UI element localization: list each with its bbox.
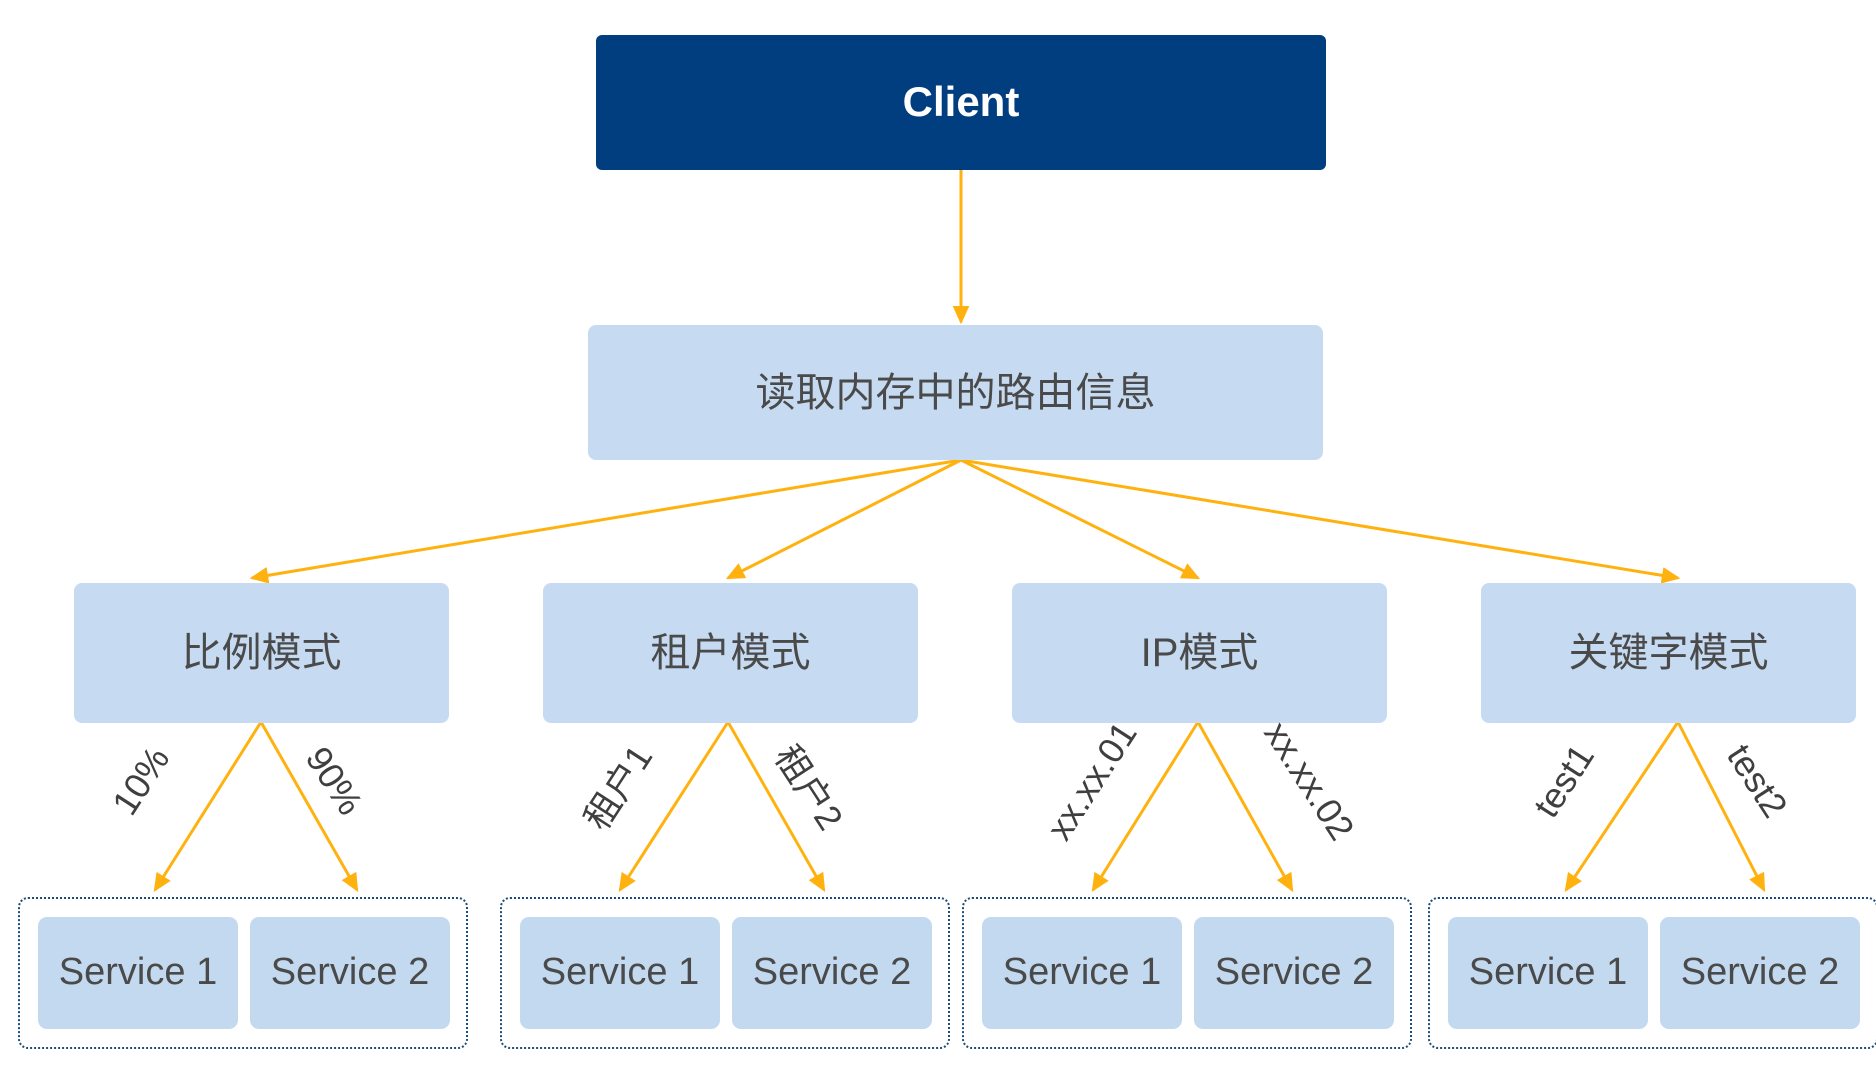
service-node-ip-1[interactable]: Service 1 (982, 917, 1182, 1029)
service-node-tenant-2[interactable]: Service 2 (732, 917, 932, 1029)
edge-label-ip-right: xx.xx.02 (1256, 714, 1363, 848)
mode-node-ratio[interactable]: 比例模式 (74, 583, 449, 723)
mode-node-tenant-label: 租户模式 (650, 631, 811, 675)
router-node[interactable]: 读取内存中的路由信息 (588, 325, 1323, 460)
edge-mode-1-to-service-1 (153, 721, 263, 893)
service-node-label: Service 1 (1002, 951, 1162, 994)
edge-router-to-mode-3 (960, 458, 1201, 580)
service-node-label: Service 2 (1214, 951, 1374, 994)
service-group-keyword (1428, 897, 1876, 1049)
service-node-keyword-2[interactable]: Service 2 (1660, 917, 1860, 1029)
edge-label-tenant-left: 租户1 (575, 737, 661, 838)
service-node-label: Service 1 (58, 951, 218, 994)
service-node-label: Service 1 (540, 951, 700, 994)
service-node-label: Service 2 (752, 951, 912, 994)
client-node-label: Client (902, 78, 1020, 126)
service-node-label: Service 2 (270, 951, 430, 994)
service-group-ip (962, 897, 1412, 1049)
edge-label-ratio-right: 90% (297, 739, 372, 823)
service-node-label: Service 1 (1468, 951, 1628, 994)
service-group-tenant (500, 897, 950, 1049)
router-node-label: 读取内存中的路由信息 (755, 370, 1156, 415)
edge-label-tenant-right: 租户2 (766, 737, 852, 838)
service-node-tenant-1[interactable]: Service 1 (520, 917, 720, 1029)
edge-label-keyword-left: test1 (1525, 736, 1603, 825)
mode-node-keyword-label: 关键字模式 (1568, 631, 1769, 675)
edge-label-keyword-right: test2 (1718, 736, 1796, 825)
mode-node-ip[interactable]: IP模式 (1012, 583, 1387, 723)
edge-router-to-mode-1 (249, 458, 962, 584)
service-node-ip-2[interactable]: Service 2 (1194, 917, 1394, 1029)
edge-router-to-mode-4 (960, 458, 1681, 584)
edge-router-to-mode-2 (725, 458, 962, 580)
mode-node-ratio-label: 比例模式 (181, 631, 342, 675)
mode-node-ip-label: IP模式 (1140, 631, 1259, 675)
service-node-ratio-1[interactable]: Service 1 (38, 917, 238, 1029)
edge-label-ratio-left: 10% (103, 739, 178, 823)
service-group-ratio (18, 897, 468, 1049)
mode-node-tenant[interactable]: 租户模式 (543, 583, 918, 723)
edge-label-ip-left: xx.xx.01 (1038, 714, 1145, 848)
mode-node-keyword[interactable]: 关键字模式 (1481, 583, 1856, 723)
client-node[interactable]: Client (596, 35, 1326, 170)
service-node-ratio-2[interactable]: Service 2 (250, 917, 450, 1029)
service-node-label: Service 2 (1680, 951, 1840, 994)
service-node-keyword-1[interactable]: Service 1 (1448, 917, 1648, 1029)
